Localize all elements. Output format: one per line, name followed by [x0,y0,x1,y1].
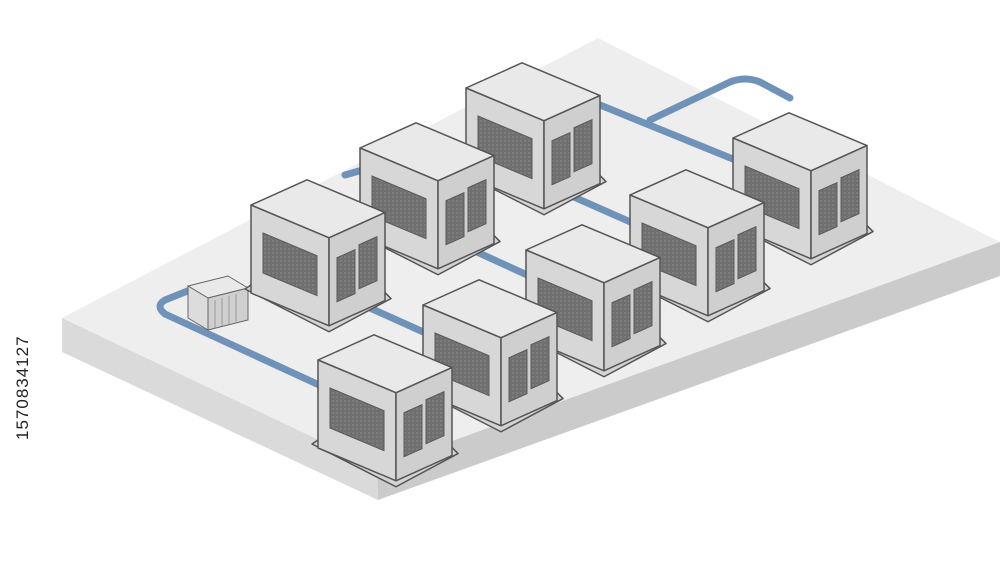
unit-window-left [329,387,385,452]
pipe-outdoor-to-front [156,286,334,394]
unit-window-right-1 [611,293,631,348]
outdoor-unit [186,275,250,331]
unit-window-right-1 [403,403,423,458]
unit-window-left [477,115,533,180]
unit-window-right-2 [573,118,593,173]
unit-window-right-1 [445,191,465,246]
unit-window-right-2 [425,390,445,445]
unit-window-right-1 [336,248,356,303]
unit-window-left [744,165,800,230]
unit-window-left [371,175,427,240]
indoor-units [244,62,874,488]
image-id-text: 1570834127 [13,335,32,440]
unit-window-right-1 [715,238,735,293]
unit-window-right-1 [818,181,838,236]
unit-window-right-2 [737,225,757,280]
platform-left-face [62,318,378,500]
pipe-top-loop [646,75,794,124]
unit-window-right-2 [840,168,860,223]
indoor-unit [244,179,392,333]
indoor-unit [311,334,459,488]
unit-window-right-2 [467,178,487,233]
unit-window-right-2 [633,280,653,335]
platform-right-face [378,242,1000,500]
unit-window-right-2 [530,335,550,390]
unit-window-right-2 [358,235,378,290]
unit-window-left [262,232,318,297]
unit-window-right-1 [551,131,571,186]
indoor-unit [519,224,667,378]
unit-window-right-1 [508,348,528,403]
